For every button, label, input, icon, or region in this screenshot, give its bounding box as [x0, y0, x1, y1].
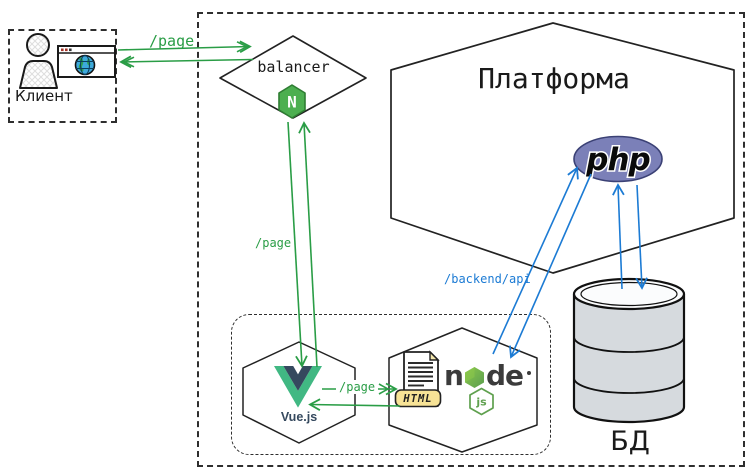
edge-vue-to-node-chevron: [378, 383, 390, 395]
platform-hexagon: [390, 22, 735, 274]
platform-label: Платформа: [478, 62, 630, 95]
node-word-start: n: [444, 359, 464, 392]
browser-dot-icon: [61, 48, 64, 52]
edge-balancer-to-vue: [287, 121, 308, 368]
database-label: БД: [610, 426, 650, 457]
nodejs-logo: n de: [444, 359, 524, 392]
html-badge-label: HTML: [402, 393, 432, 405]
node-hex-o-icon: [464, 367, 484, 388]
edge-vue-node-label: /page: [336, 380, 379, 394]
edge-node-php-label: /backend/api: [444, 272, 531, 286]
client-label: Клиент: [15, 87, 73, 105]
edge-node-to-vue: [308, 398, 401, 411]
edge-balancer-vue-label: /page: [255, 236, 292, 250]
edge-balancer-to-client-chevron: [122, 56, 135, 68]
platform-outer-boundary: [197, 12, 745, 467]
person-icon: [19, 33, 58, 89]
node-word-end: de: [485, 359, 524, 392]
html-file-icon: HTML: [394, 350, 442, 408]
edge-client-to-balancer: [117, 40, 252, 54]
nodejs-badge-label: js: [475, 396, 487, 409]
globe-icon: [74, 54, 96, 76]
edge-balancer-to-client: [119, 55, 254, 69]
nginx-icon: N: [278, 84, 306, 119]
browser-dot-icon: [65, 48, 68, 52]
edge-client-balancer-label: /page: [149, 32, 195, 50]
browser-dot-icon: [69, 48, 72, 52]
green-edges: [117, 40, 401, 411]
vue-label: Vue.js: [280, 410, 318, 424]
edge-client-to-balancer-chevron: [236, 41, 249, 53]
database-cylinder: [572, 277, 686, 424]
browser-icon: [57, 45, 116, 78]
nginx-letter: N: [287, 93, 297, 112]
frontend-group-box: [231, 314, 551, 455]
balancer-label: balancer: [257, 58, 330, 76]
vue-logo-icon: [274, 366, 322, 408]
nodejs-badge-icon: js: [469, 387, 494, 416]
edge-php-to-db: [635, 184, 648, 290]
edge-vue-to-balancer: [298, 121, 318, 368]
php-logo: php: [573, 135, 663, 183]
php-label: php: [585, 142, 649, 178]
node-trademark-dot: [527, 371, 531, 375]
edge-db-to-php: [612, 183, 625, 290]
edge-node-to-php: [492, 166, 579, 355]
edge-php-to-node: [509, 173, 592, 359]
blue-edges: [492, 166, 648, 359]
